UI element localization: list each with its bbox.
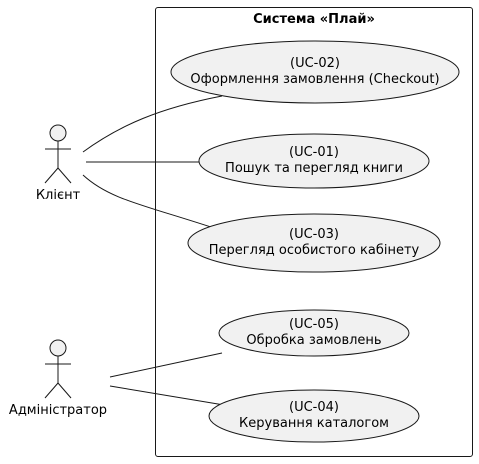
use-case-uc02[interactable]: (UC-02) Оформлення замовлення (Checkout)	[170, 40, 460, 104]
use-case-id: (UC-02)	[290, 56, 340, 71]
use-case-ellipse	[198, 133, 430, 189]
use-case-id: (UC-04)	[289, 400, 339, 415]
association-admin-uc04	[109, 385, 231, 407]
system-title: Система «Плай»	[253, 12, 375, 27]
use-case-ellipse	[218, 309, 410, 357]
use-case-uc04[interactable]: (UC-04) Керування каталогом	[208, 389, 420, 443]
use-case-id: (UC-03)	[289, 227, 339, 242]
stick-figure-icon	[44, 124, 72, 184]
actor-client[interactable]: Клієнт	[36, 124, 81, 203]
use-case-name: Оформлення замовлення (Checkout)	[190, 72, 439, 87]
actor-label-client: Клієнт	[36, 188, 81, 203]
use-case-uc05[interactable]: (UC-05) Обробка замовлень	[218, 309, 410, 357]
use-case-name: Перегляд особистого кабінету	[209, 243, 420, 258]
association-client-uc03	[82, 174, 221, 231]
use-case-ellipse	[170, 40, 460, 104]
use-case-ellipse	[208, 389, 420, 443]
association-admin-uc05	[109, 352, 223, 378]
use-case-ellipse	[187, 213, 441, 273]
use-case-uc01[interactable]: (UC-01) Пошук та перегляд книги	[198, 133, 430, 189]
use-case-id: (UC-05)	[289, 317, 339, 332]
actor-label-admin: Адміністратор	[9, 403, 107, 418]
stick-figure-icon	[44, 339, 72, 399]
use-case-name: Керування каталогом	[239, 416, 389, 431]
use-case-name: Обробка замовлень	[246, 333, 381, 348]
use-case-uc03[interactable]: (UC-03) Перегляд особистого кабінету	[187, 213, 441, 273]
use-case-id: (UC-01)	[289, 145, 339, 160]
use-case-name: Пошук та перегляд книги	[225, 161, 403, 176]
actor-admin[interactable]: Адміністратор	[9, 339, 107, 418]
association-client-uc02	[82, 95, 223, 153]
